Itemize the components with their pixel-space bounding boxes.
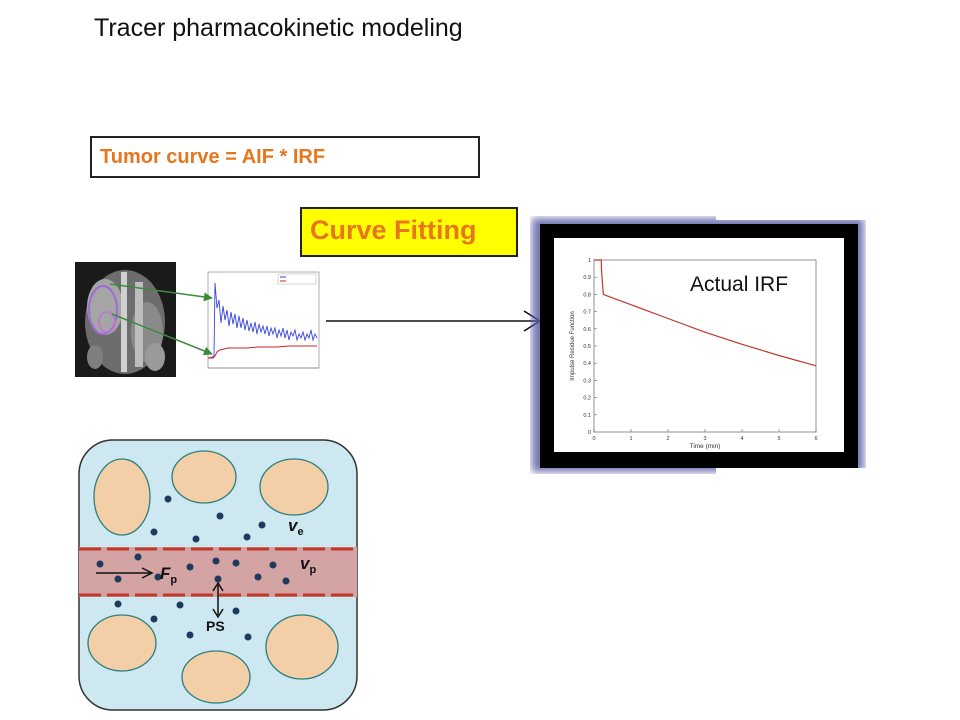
equation-box bbox=[90, 136, 480, 178]
irf-curve bbox=[594, 259, 817, 367]
fp-label: Fp bbox=[160, 564, 177, 586]
irf-y-tick-label: 0.5 bbox=[583, 344, 591, 350]
equation-text: Tumor curve = AIF * IRF bbox=[100, 146, 326, 168]
irf-y-axis-label: Impulse Residue Function bbox=[570, 311, 576, 380]
irf-x-tick-label: 5 bbox=[777, 436, 780, 442]
irf-y-tick-label: 0.2 bbox=[583, 396, 591, 402]
green-pointer-arrows bbox=[109, 283, 213, 356]
curve-fitting-label: Curve Fitting bbox=[310, 215, 477, 245]
irf-y-tick-label: 0.9 bbox=[583, 275, 591, 281]
irf-y-tick-label: 0.3 bbox=[583, 378, 591, 384]
irf-x-tick-label: 1 bbox=[629, 436, 632, 442]
irf-x-axis-label: Time (min) bbox=[690, 443, 721, 450]
vp-label: vp bbox=[300, 554, 316, 576]
cell-shape bbox=[181, 650, 251, 704]
irf-y-tick-label: 0.6 bbox=[583, 327, 591, 333]
irf-x-tick-label: 0 bbox=[592, 436, 595, 442]
slide-title: Tracer pharmacokinetic modeling bbox=[94, 14, 463, 42]
irf-y-tick-label: 0.1 bbox=[583, 413, 591, 419]
concentration-curves-thumbnail bbox=[198, 268, 323, 376]
ps-label: PS bbox=[206, 618, 225, 634]
irf-x-tick-label: 4 bbox=[740, 436, 743, 442]
irf-chart: 0 1 2 3 4 5 6 0 0.1 0.2 0.3 0.4 0.5 0.6 0.7 0.8 0.9 1Time… bbox=[532, 216, 866, 474]
irf-y-tick-label: 0.7 bbox=[583, 310, 591, 316]
irf-x-tick-label: 6 bbox=[814, 436, 817, 442]
cell-shape bbox=[87, 614, 157, 672]
irf-y-tick-label: 1 bbox=[588, 258, 591, 264]
cell-shape bbox=[259, 458, 329, 516]
fit-direction-arrow bbox=[326, 310, 542, 332]
cell-shape bbox=[171, 450, 237, 504]
irf-plot-area: 0 1 2 3 4 5 6 0 0.1 0.2 0.3 0.4 0.5 0.6 0.7 0.8 0.9 1Time… bbox=[570, 258, 818, 450]
tissue-compartment-diagram: ve vp Fp PS bbox=[78, 439, 358, 711]
curve-fitting-box bbox=[300, 207, 518, 257]
irf-y-tick-label: 0 bbox=[588, 430, 591, 436]
irf-y-tick-label: 0.4 bbox=[583, 361, 591, 367]
irf-x-tick-label: 2 bbox=[666, 436, 669, 442]
cell-shape bbox=[93, 458, 151, 536]
actual-irf-label: Actual IRF bbox=[690, 273, 789, 296]
tracer-dots bbox=[96, 495, 290, 641]
irf-y-tick-label: 0.8 bbox=[583, 292, 591, 298]
cell-shape bbox=[265, 614, 339, 680]
ve-label: ve bbox=[288, 516, 304, 538]
irf-x-tick-label: 3 bbox=[703, 436, 706, 442]
